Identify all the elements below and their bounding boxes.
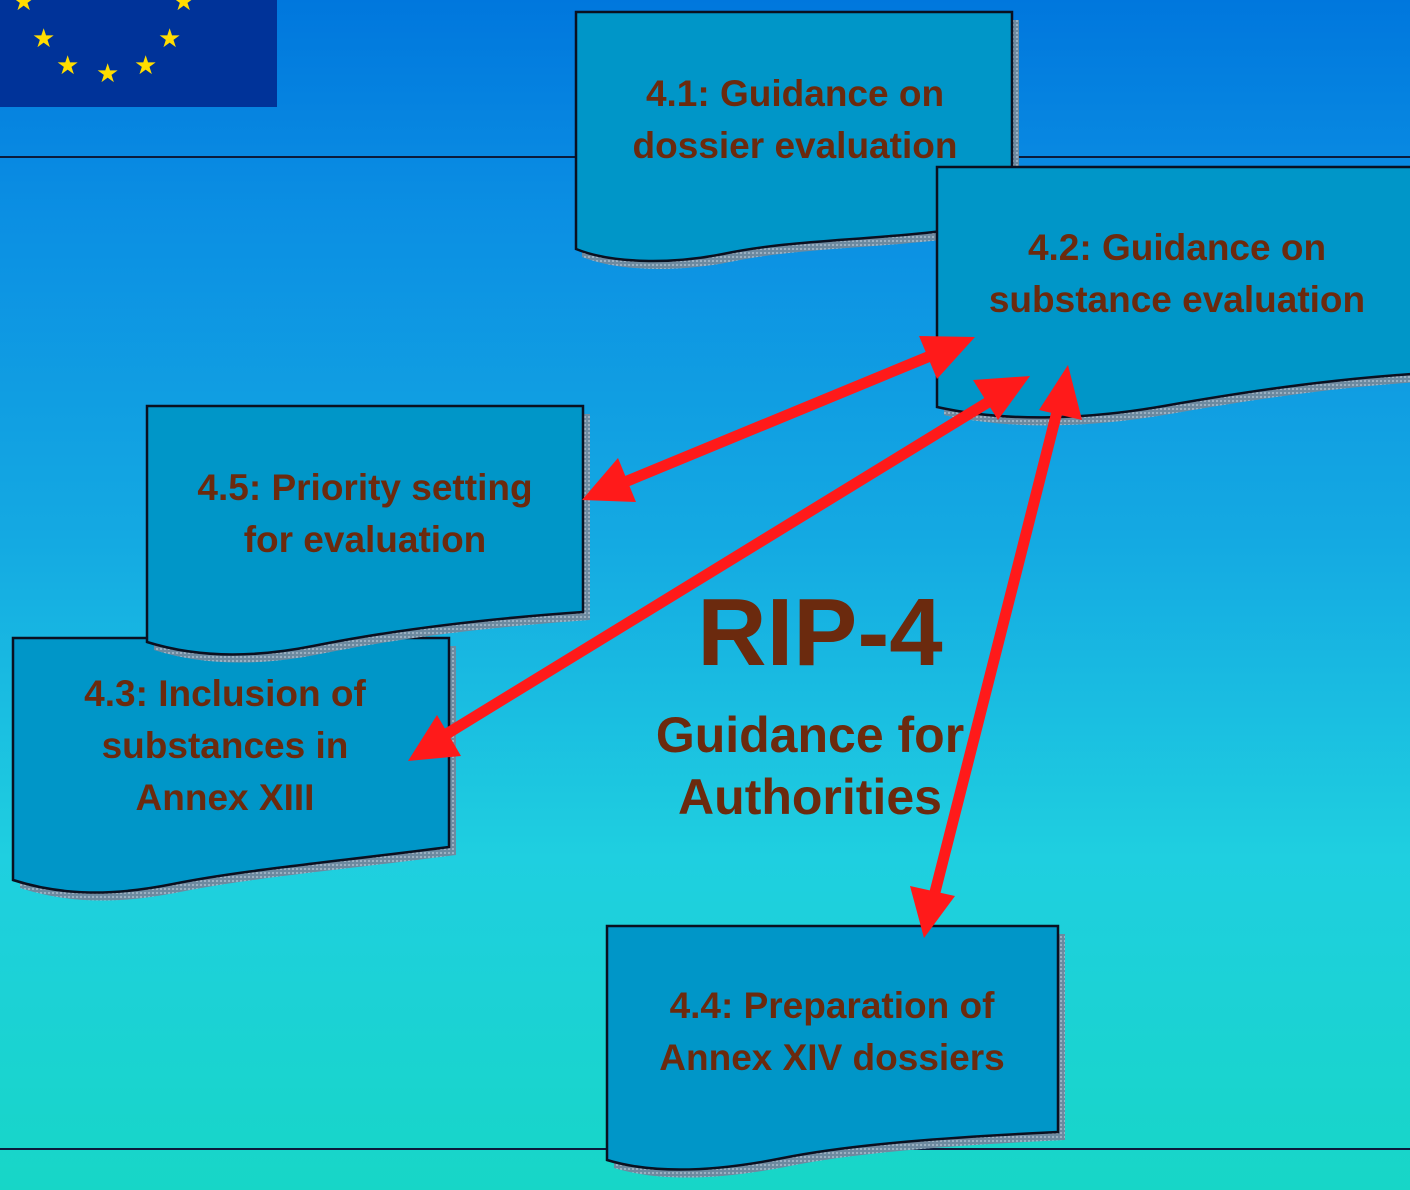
center-title-sub-line1: Guidance for [655,707,965,763]
doc-4-4-line2: Annex XIV dossiers [659,1037,1005,1078]
doc-4-3-line2: substances in [101,725,349,766]
document-shape-4-5 [145,404,590,663]
doc-4-5-line2: for evaluation [243,519,487,560]
star-icon: ★ [96,58,120,88]
arrow-4-3-to-4-2 [408,376,1030,761]
arrow-4-5-to-4-2 [582,336,975,502]
document-shape-4-1 [574,10,1019,269]
star-icon: ★ [158,23,182,53]
doc-4-5-line1: 4.5: Priority setting [197,467,533,508]
doc-label-4-2: 4.2: Guidance on substance evaluation [952,222,1402,326]
doc-label-4-4: 4.4: Preparation of Annex XIV dossiers [622,980,1042,1084]
doc-label-4-3: 4.3: Inclusion of substances in Annex XI… [30,668,420,824]
doc-4-2-line1: 4.2: Guidance on [1027,227,1327,268]
arrow-4-4-to-4-2 [910,365,1082,938]
doc-4-2-line2: substance evaluation [988,279,1366,320]
center-title-main: RIP-4 [697,579,943,686]
eu-flag-logo: ★ ★ ★ ★ ★ ★ ★ [0,0,277,107]
star-icon: ★ [12,0,36,16]
doc-4-1-line2: dossier evaluation [632,125,958,166]
star-icon: ★ [172,0,196,16]
doc-label-4-5: 4.5: Priority setting for evaluation [160,462,570,566]
doc-label-4-1: 4.1: Guidance on dossier evaluation [590,68,1000,172]
document-shape-4-3 [11,636,456,901]
center-title-subtitle: Guidance for Authorities [590,704,1030,828]
star-icon: ★ [32,23,56,53]
star-icon: ★ [134,50,158,80]
doc-4-3-line1: 4.3: Inclusion of [84,673,366,714]
doc-4-4-line1: 4.4: Preparation of [669,985,995,1026]
document-shape-4-2 [935,165,1410,426]
doc-4-1-line1: 4.1: Guidance on [645,73,945,114]
doc-4-3-line3: Annex XIII [135,777,315,818]
document-shape-4-4 [605,924,1065,1178]
star-icon: ★ [56,50,80,80]
center-title-sub-line2: Authorities [678,769,942,825]
